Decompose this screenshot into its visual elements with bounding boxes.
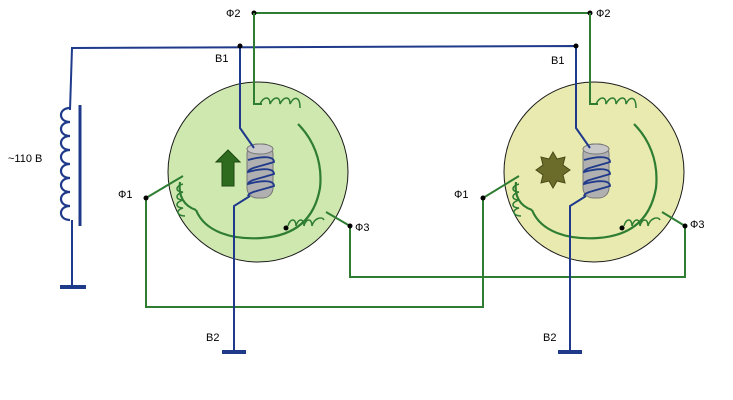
transmitter-phi1-label: Ф1 — [118, 189, 132, 201]
receiver-phi3-node — [619, 225, 625, 231]
transmitter-phi3-coil — [287, 217, 325, 227]
receiver-rotor-winding — [583, 156, 611, 197]
receiver-phi3-label: Ф3 — [690, 219, 704, 231]
receiver-stator-ring — [530, 123, 658, 240]
phi2-link-wire — [253, 12, 591, 104]
receiver-phi3-lead — [661, 211, 686, 227]
transmitter-phi1-coil — [176, 183, 186, 217]
phi3-link-wire — [349, 226, 686, 278]
transmitter-b1-terminal — [237, 43, 243, 49]
transmitter-phi2-coil — [259, 97, 301, 109]
supply-label: ~110 В — [8, 153, 42, 165]
transmitter-phi3-lead — [325, 211, 351, 227]
transmitter-phi1-lead — [145, 175, 184, 199]
receiver-b1-lead — [575, 60, 591, 149]
phi2-left-label: Ф2 — [226, 8, 240, 20]
receiver-phi2-lead — [589, 13, 598, 105]
receiver-phi1-label: Ф1 — [454, 189, 468, 201]
receiver-b1-terminal — [573, 43, 579, 49]
supply-top-wire — [69, 44, 577, 111]
transmitter-phi3-terminal — [347, 223, 353, 229]
receiver-phi1-terminal — [480, 195, 486, 201]
transmitter-b1-label: В1 — [215, 53, 228, 65]
transmitter-phi3-node — [283, 225, 289, 231]
receiver-phi3-coil — [623, 217, 661, 227]
receiver-b2-label: В2 — [543, 332, 556, 344]
transmitter-rotor-cap — [246, 143, 274, 155]
supply-transformer: ~110 В — [8, 44, 577, 289]
transmitter-phi2-lead — [253, 13, 262, 105]
transmitter-phi1-terminal — [143, 195, 149, 201]
transmitter-stator-ring — [194, 123, 322, 240]
transmitter-b2-label: В2 — [206, 332, 219, 344]
receiver-phi1-coil — [512, 183, 522, 217]
phi2-right-label: Ф2 — [596, 8, 610, 20]
receiver-b1-label: В1 — [551, 55, 564, 67]
star-icon — [535, 150, 571, 190]
supply-coil — [59, 106, 71, 222]
transmitter-b2-lead — [233, 195, 251, 352]
receiver-phi2-coil — [595, 97, 637, 109]
transmitter-phi3-label: Ф3 — [355, 222, 369, 234]
phi1-link-wire — [145, 198, 484, 308]
transmitter-unit: Ф1 Ф3 В1 В2 — [118, 13, 369, 354]
transmitter-rotor-winding — [247, 156, 275, 197]
receiver-phi1-lead — [482, 175, 520, 199]
receiver-phi3-terminal — [682, 223, 688, 229]
receiver-b2-lead — [569, 195, 587, 352]
receiver-rotor-cap — [582, 143, 610, 155]
receiver-unit: Ф1 Ф3 В1 В2 — [454, 13, 704, 354]
transmitter-b1-lead — [239, 46, 255, 149]
up-arrow-icon — [214, 149, 242, 187]
